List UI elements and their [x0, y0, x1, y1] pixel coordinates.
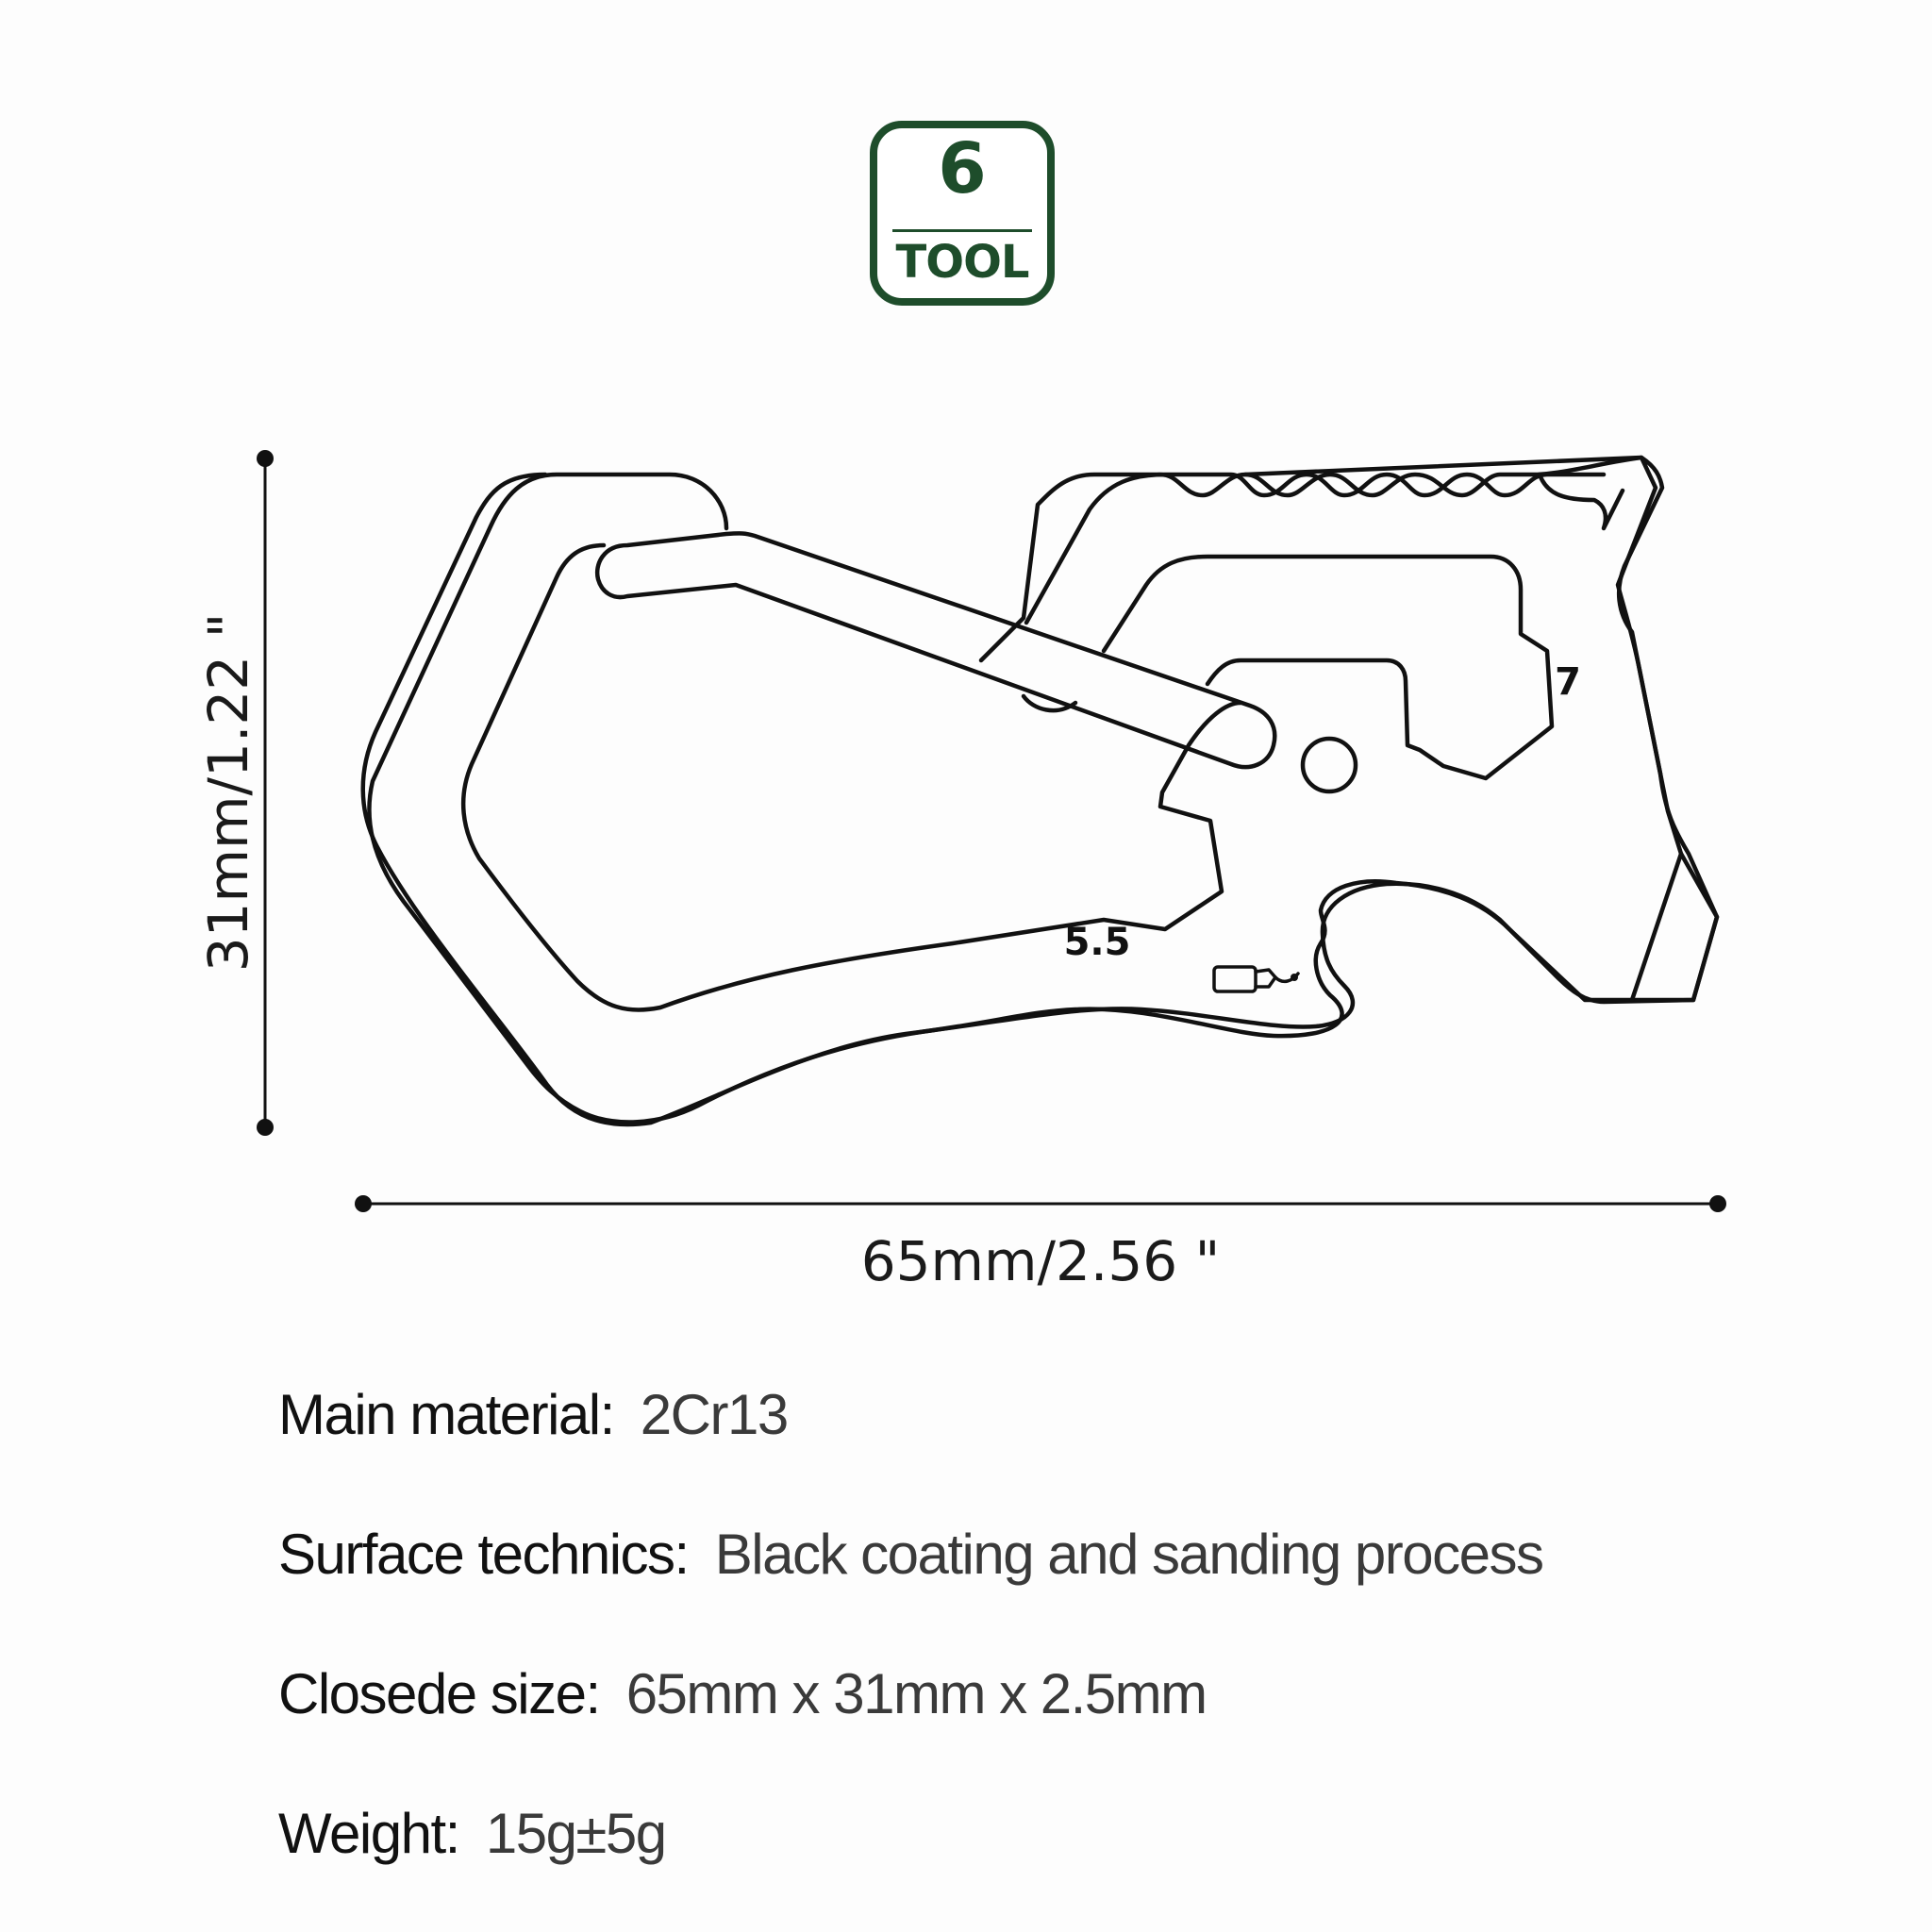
width-dimension-label: 65mm/2.56 " — [861, 1229, 1221, 1293]
six-tool-badge: 6 TOOL — [870, 121, 1055, 306]
wire-gate — [594, 531, 1277, 770]
height-dimension-endpoint-bottom — [257, 1119, 274, 1136]
tool-body-outline — [360, 455, 1720, 1127]
height-dimension-label: 31mm/1.22 " — [196, 613, 260, 973]
height-dimension: 31mm/1.22 " — [196, 450, 274, 1136]
spec-row-size: Closede size:65mm x 31mm x 2.5mm — [278, 1666, 1208, 1723]
spec-label-size: Closede size: — [278, 1662, 601, 1725]
spec-row-surface: Surface technics: Black coating and sandi… — [278, 1523, 1544, 1586]
spec-value-size: 65mm x 31mm x 2.5mm — [625, 1662, 1208, 1725]
spec-value-weight: 15g±5g — [485, 1802, 667, 1865]
tool-outer-contour — [367, 455, 1720, 1124]
hex-size-large-label: 7 — [1555, 660, 1581, 704]
multitool-outline: 5.5 7 — [360, 455, 1720, 1127]
spec-label-material: Main material: — [278, 1383, 615, 1446]
height-dimension-endpoint-top — [257, 450, 274, 467]
badge-divider — [892, 229, 1032, 232]
width-dimension-endpoint-left — [355, 1195, 372, 1212]
badge-number: 6 — [938, 128, 987, 209]
spec-row-weight: Weight:15g±5g — [278, 1806, 667, 1862]
hex-size-small-label: 5.5 — [1064, 921, 1131, 964]
spec-label-weight: Weight: — [278, 1802, 460, 1865]
spec-label-surface: Surface technics: — [278, 1523, 690, 1586]
spec-row-material: Main material:2Cr13 — [278, 1387, 789, 1443]
hex-wrench-window — [1101, 554, 1555, 781]
width-dimension: 65mm/2.56 " — [355, 1195, 1726, 1293]
spec-value-surface: Black coating and sanding process — [714, 1523, 1544, 1586]
width-dimension-endpoint-right — [1709, 1195, 1726, 1212]
bottle-opener-icon — [1212, 965, 1300, 993]
carabiner-inner-opening — [460, 542, 1243, 1012]
spec-value-material: 2Cr13 — [640, 1383, 789, 1446]
lanyard-hole — [1300, 736, 1358, 794]
tool-top-edge — [1024, 472, 1607, 625]
blade-edge — [1629, 851, 1684, 1003]
badge-label: TOOL — [895, 236, 1030, 289]
gate-notch — [1021, 693, 1078, 713]
pry-tip-notch — [1537, 472, 1625, 531]
